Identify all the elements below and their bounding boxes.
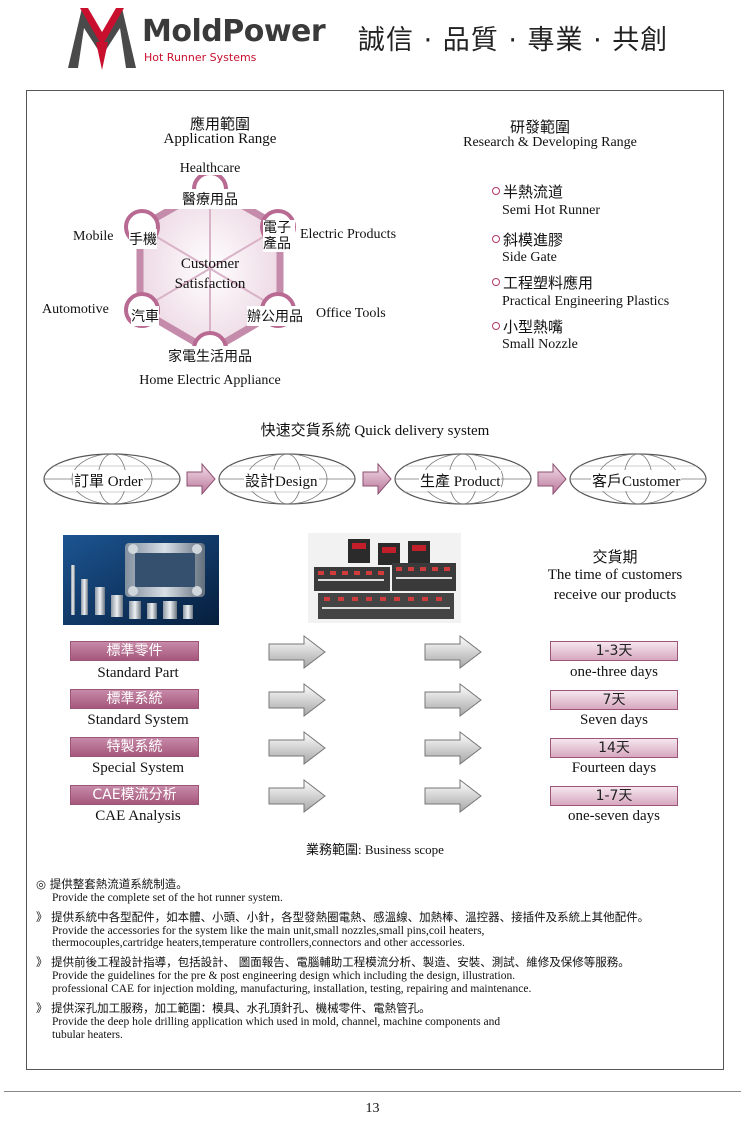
flow-arrow-icon <box>537 463 567 495</box>
scope-label-en: CAE Analysis <box>95 808 181 824</box>
hex-node-appliance-zh: 家電生活用品 <box>150 346 270 366</box>
process-arrow-icon <box>268 683 326 717</box>
application-title-zh: 應用範圍 <box>189 115 250 133</box>
hex-node-automotive-zh: 汽車 <box>131 306 159 326</box>
moldpower-logo-icon <box>68 8 136 70</box>
research-item-zh: 小型熱嘴 <box>492 316 563 337</box>
hex-node-office-en: Office Tools <box>316 306 386 321</box>
research-title-en: Research & Developing Range <box>463 135 637 150</box>
hex-node-healthcare-zh: 醫療用品 <box>140 189 280 209</box>
scope-label: 標準系統 <box>70 689 199 709</box>
footer-divider <box>4 1091 741 1092</box>
brand-subtitle: Hot Runner Systems <box>144 51 257 64</box>
hex-node-electric-en: Electric Products <box>300 227 397 242</box>
service-note-zh: 》 提供深孔加工服務，加工範圍：模具、水孔頂針孔、機械零件、電熱管孔。 <box>36 1001 431 1015</box>
lead-time-title-zh: 交貨期 <box>592 548 638 566</box>
delivery-step-design: 設計Design <box>244 470 319 491</box>
service-note-en: Provide the complete set of the hot runn… <box>52 892 283 904</box>
brand-name: MoldPower <box>142 14 326 49</box>
process-arrow-icon <box>268 779 326 813</box>
process-arrow-icon <box>424 635 482 669</box>
hex-node-automotive-en: Automotive <box>42 302 109 317</box>
research-item-en: Practical Engineering Plastics <box>502 294 670 309</box>
hex-node-mobile-en: Mobile <box>73 229 114 244</box>
delivery-step-customer: 客戶Customer <box>591 470 682 491</box>
process-arrow-icon <box>268 731 326 765</box>
lead-time-value-en: Seven days <box>580 712 648 728</box>
service-note-en: Provide the guidelines for the pre & pos… <box>52 970 516 982</box>
lead-time-title-en-line1: The time of customers <box>547 567 683 583</box>
process-arrow-icon <box>268 635 326 669</box>
scope-label: 標準零件 <box>70 641 199 661</box>
lead-time-value: 1-3天 <box>550 641 678 661</box>
business-scope-caption: 業務範圍: Business scope <box>306 842 444 857</box>
application-title-en: Application Range <box>163 131 277 147</box>
research-item-label: 工程塑料應用 <box>503 274 594 292</box>
flow-arrow-icon <box>362 463 392 495</box>
bullet-circle-icon <box>492 278 500 286</box>
service-note-en: thermocouples,cartridge heaters,temperat… <box>52 937 465 949</box>
research-title-zh: 研發範圍 <box>509 118 570 136</box>
lead-time-title-en-line2: receive our products <box>553 587 677 603</box>
research-item-label: 小型熱嘴 <box>503 318 564 336</box>
process-arrow-icon <box>424 683 482 717</box>
standard-parts-photo <box>63 535 219 625</box>
hex-node-electric-zh: 電子產品 <box>263 220 295 252</box>
bullet-circle-icon <box>492 235 500 243</box>
delivery-title: 快速交貨系統 Quick delivery system <box>260 423 490 439</box>
lead-time-value-en: Fourteen days <box>571 760 657 776</box>
scope-label-en: Special System <box>91 760 185 776</box>
research-item-en: Side Gate <box>502 250 557 265</box>
brand-slogan: 誠信 · 品質 · 專業 · 共創 <box>358 25 669 56</box>
research-item-zh: 半熱流道 <box>492 181 563 202</box>
research-item-en: Small Nozzle <box>502 337 578 352</box>
service-note-en: tubular heaters. <box>52 1029 123 1041</box>
hex-node-office-zh: 辦公用品 <box>247 306 303 326</box>
service-note-zh: 》 提供前後工程設計指導，包括設計、 圖面報告、電腦輔助工程模流分析、製造、安裝… <box>36 955 630 969</box>
lead-time-value-en: one-seven days <box>567 808 661 824</box>
temperature-controller-photo <box>308 533 461 623</box>
lead-time-value-en: one-three days <box>570 664 658 680</box>
process-arrow-icon <box>424 779 482 813</box>
page-number: 13 <box>365 1101 380 1116</box>
lead-time-value: 1-7天 <box>550 786 678 806</box>
hex-node-mobile-zh: 手機 <box>129 229 157 249</box>
research-item-label: 斜模進膠 <box>503 231 564 249</box>
content-frame <box>26 90 724 1070</box>
service-note-zh: ◎ 提供整套熱流道系統制造。 <box>36 877 188 891</box>
hex-node-appliance-en: Home Electric Appliance <box>139 373 281 388</box>
flow-arrow-icon <box>186 463 216 495</box>
lead-time-value: 7天 <box>550 690 678 710</box>
lead-time-value: 14天 <box>550 738 678 758</box>
delivery-step-product: 生產 Product <box>419 470 502 491</box>
scope-label: 特製系統 <box>70 737 199 757</box>
hex-center-line1: Customer <box>180 256 240 272</box>
hex-center-line2: Satisfaction <box>174 276 246 292</box>
scope-label: CAE模流分析 <box>70 785 199 805</box>
service-note-en: Provide the deep hole drilling applicati… <box>52 1016 501 1028</box>
service-note-en: professional CAE for injection molding, … <box>52 983 532 995</box>
scope-label-en: Standard System <box>87 712 189 728</box>
hex-node-healthcare-en: Healthcare <box>179 161 241 176</box>
bullet-circle-icon <box>492 187 500 195</box>
research-item-en: Semi Hot Runner <box>502 203 600 218</box>
process-arrow-icon <box>424 731 482 765</box>
delivery-step-order: 訂單 Order <box>73 470 144 491</box>
scope-label-en: Standard Part <box>97 665 179 681</box>
bullet-circle-icon <box>492 322 500 330</box>
service-note-en: Provide the accessories for the system l… <box>52 925 485 937</box>
research-item-zh: 斜模進膠 <box>492 229 563 250</box>
service-note-zh: 》 提供系統中各型配件，如本體、小頭、小針，各型發熱圈電熱、感溫線、加熱棒、溫控… <box>36 910 650 924</box>
research-item-label: 半熱流道 <box>503 183 564 201</box>
research-item-zh: 工程塑料應用 <box>492 272 593 293</box>
